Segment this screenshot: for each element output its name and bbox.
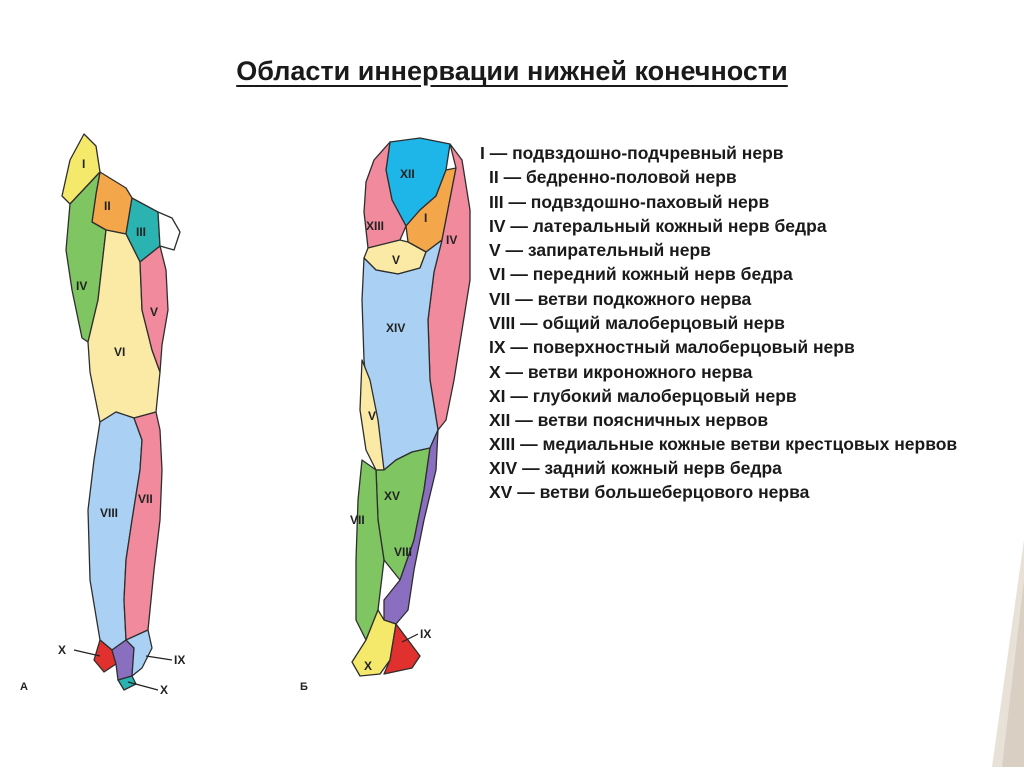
back-label-XV: XV (384, 489, 400, 503)
front-label-V: V (150, 305, 158, 319)
legend-item-VII: VII — ветви подкожного нерва (489, 288, 752, 309)
legend-item-XI: XI — глубокий малоберцовый нерв (489, 385, 797, 406)
back-label-VII: VII (350, 513, 365, 527)
legend-item-V: V — запирательный нерв (489, 240, 711, 261)
legend-item-III: III — подвздошно-паховый нерв (489, 191, 770, 212)
legend-item-X: X — ветви икроножного нерва (489, 361, 753, 382)
front-label-VII: VII (138, 492, 153, 506)
front-leader-X (73, 649, 101, 657)
back-label-V2: V (368, 409, 376, 423)
leg-diagram: I II III IV V VI VIII VII X IX X А (20, 133, 471, 697)
front-label-III: III (136, 225, 146, 239)
back-region-XIII (363, 141, 407, 249)
front-region-X (93, 639, 117, 673)
legend-item-IX: IX — поверхностный малоберцовый нерв (489, 337, 855, 358)
legend-item-II: II — бедренно-половой нерв (489, 167, 737, 188)
slide-edge-decoration (988, 0, 1024, 767)
back-region-X (383, 623, 421, 675)
back-label-XIV: XIV (386, 321, 405, 335)
front-label-IV: IV (76, 279, 87, 293)
front-label-X: X (58, 643, 66, 657)
back-label-XII: XII (400, 167, 415, 181)
nerve-legend: I — подвздошно-подчревный нерв II — бедр… (480, 141, 1020, 505)
front-label-I: I (82, 157, 85, 171)
front-leader-IX (145, 655, 173, 661)
legend-item-VIII: VIII — общий малоберцовый нерв (489, 313, 785, 334)
legend-item-I: I — подвздошно-подчревный нерв (480, 143, 784, 163)
back-label-I: I (424, 211, 427, 225)
back-label-XIII: XIII (366, 219, 384, 233)
front-leg-view: I II III IV V VI VIII VII X IX X А (20, 133, 185, 697)
back-label-V: V (392, 253, 400, 267)
front-genital-area (157, 211, 181, 251)
front-region-foot-blue (125, 629, 153, 677)
legend-item-VI: VI — передний кожный нерв бедра (489, 264, 793, 285)
front-region-V (139, 245, 169, 373)
legend-item-XII: XII — ветви поясничных нервов (489, 410, 769, 431)
front-leader-X2 (127, 681, 159, 691)
front-label-II: II (104, 199, 111, 213)
back-view-label: Б (300, 681, 308, 693)
back-label-IX: IX (420, 627, 431, 641)
page-title: Области иннервации нижней конечности (236, 56, 788, 86)
back-label-VIII: VIII (394, 545, 412, 559)
front-view-label: А (20, 681, 28, 693)
legend-item-XV: XV — ветви большеберцового нерва (489, 482, 810, 503)
front-label-VIII: VIII (100, 506, 118, 520)
back-label-IV: IV (446, 233, 457, 247)
legend-item-XIII: XIII — медиальные кожные ветви крестцовы… (489, 433, 958, 454)
back-leader-IX (401, 633, 419, 643)
legend-item-XIV: XIV — задний кожный нерв бедра (489, 458, 782, 479)
legend-item-IV: IV — латеральный кожный нерв бедра (489, 215, 827, 236)
front-label-IX: IX (174, 653, 185, 667)
back-leg-view: XII XIII I IV V XIV V XV VII VIII IX X Б (300, 137, 471, 693)
front-label-VI: VI (114, 345, 125, 359)
back-label-X: X (364, 659, 372, 673)
front-label-X2: X (160, 683, 168, 697)
